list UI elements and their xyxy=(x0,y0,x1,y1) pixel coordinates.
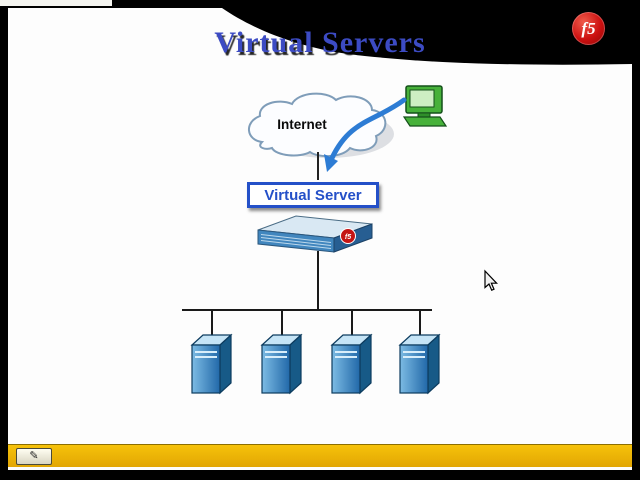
appliance-badge-text: f5 xyxy=(345,234,351,241)
page-title: Virtual Servers xyxy=(214,26,426,59)
network-bus-lines xyxy=(182,251,432,336)
internet-label: Internet xyxy=(277,117,327,132)
pen-tool-button[interactable]: ✎ xyxy=(16,448,52,465)
curved-arrow xyxy=(324,97,407,172)
bottom-toolbar: ✎ xyxy=(8,444,632,467)
slide: f5 Virtual Servers xyxy=(8,8,632,470)
f5-logo: f5 xyxy=(572,12,605,45)
mouse-cursor-icon xyxy=(484,269,498,291)
network-diagram: f5 xyxy=(182,85,498,394)
f5-appliance-icon: f5 xyxy=(257,215,373,253)
top-swoosh-shape xyxy=(222,8,632,65)
f5-logo-text: f5 xyxy=(581,18,596,38)
virtual-server-box: Virtual Server xyxy=(247,182,379,208)
computer-icon xyxy=(402,85,448,127)
pen-icon: ✎ xyxy=(29,450,39,462)
virtual-server-label: Virtual Server xyxy=(264,186,362,204)
server-tower-icons xyxy=(191,334,440,394)
video-artifact-strip xyxy=(0,0,112,6)
